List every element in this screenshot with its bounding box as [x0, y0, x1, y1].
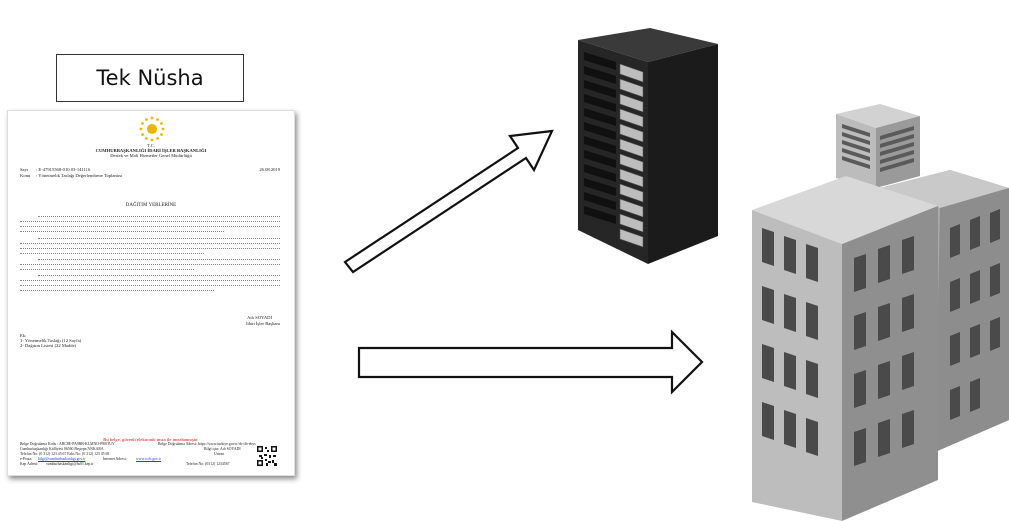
doc-footer-line: Cumhurbaşkanlığı Külliyesi 06560 Beştepe… [20, 447, 104, 451]
doc-text-line [20, 269, 194, 270]
official-document: T.C. CUMHURBAŞKANLIĞI İDARİ İŞLER BAŞKAN… [7, 110, 295, 476]
doc-ek-item: 1- Yönetmelik Taslağı (12 Sayfa) [20, 338, 82, 343]
doc-footer-email: bilgi@cumhurbaskanligi.gov.tr [38, 457, 86, 461]
doc-footer-line: Belge Doğrulama Adresi: https://www.turk… [158, 442, 256, 446]
doc-text-line [38, 259, 280, 260]
doc-date: 26.08.2019 [259, 167, 280, 172]
doc-text-line [20, 280, 280, 281]
office-building-icon [752, 104, 1009, 521]
doc-footer-web: www.tccb.gov.tr [136, 457, 161, 461]
doc-footer-line: Unvan [214, 452, 225, 456]
doc-ek-item: 2- Dağıtım Listesi (22 Madde) [20, 343, 77, 348]
doc-ek-label: Ek: [20, 333, 27, 338]
doc-text-line [38, 275, 280, 276]
doc-tc: T.C. [147, 143, 155, 148]
doc-text-line [20, 231, 224, 232]
doc-unit: Destek ve Mali Hizmetler Genel Müdürlüğü [110, 153, 192, 158]
emblem-icon [139, 116, 165, 142]
single-copy-label: Tek Nüsha [56, 54, 244, 102]
server-rack-icon [578, 28, 718, 264]
arrow-up-right-icon [343, 129, 554, 274]
doc-text-line [38, 238, 280, 239]
doc-footer-line: Telefon No: (0 312) 123 45 67 Faks No: (… [20, 452, 110, 456]
doc-footer-line: Bilgi için: Adı SOYADI [204, 447, 241, 451]
doc-text-line [20, 264, 280, 265]
doc-text-line [20, 290, 214, 291]
doc-text-line [20, 243, 280, 244]
doc-text-line [38, 216, 280, 217]
doc-text-line [20, 285, 280, 286]
arrow-right-icon [357, 329, 704, 395]
doc-signer-name: Adı SOYADI [247, 315, 272, 320]
doc-sayi-value: : E-47915568-010.03-141116 [36, 167, 91, 172]
doc-text-line [20, 253, 204, 254]
doc-konu-label: Konu [20, 173, 31, 178]
doc-text-line [20, 221, 280, 222]
doc-footer-notice: Bu belge, güvenli elektronik imza ile im… [103, 437, 199, 442]
doc-org: CUMHURBAŞKANLIĞI İDARİ İŞLER BAŞKANLIĞI [95, 148, 207, 153]
doc-footer-line: Kep Adresi: [20, 462, 39, 466]
doc-footer-line: Telefon No: (0312) 1234567 [186, 462, 230, 466]
doc-sayi-label: Sayı [20, 167, 29, 172]
doc-konu-value: : Yönetmelik Taslağı Değerlendirme Topla… [36, 173, 123, 178]
doc-footer-line: İnternet Adresi: [103, 457, 127, 461]
doc-footer-kep: cumhurbaskanligi@hs01.kep.tr [46, 462, 94, 466]
doc-text-line [20, 248, 280, 249]
doc-footer-line: Belge Doğrulama Kodu : ABC8E-PA9BB-KLMNO… [20, 442, 115, 446]
doc-signer-title: İdari İşler Başkanı [246, 321, 280, 326]
doc-footer-line: e-Posta: [20, 457, 33, 461]
doc-text-line [20, 226, 280, 227]
doc-heading: DAĞITIM YERLERİNE [125, 203, 177, 208]
